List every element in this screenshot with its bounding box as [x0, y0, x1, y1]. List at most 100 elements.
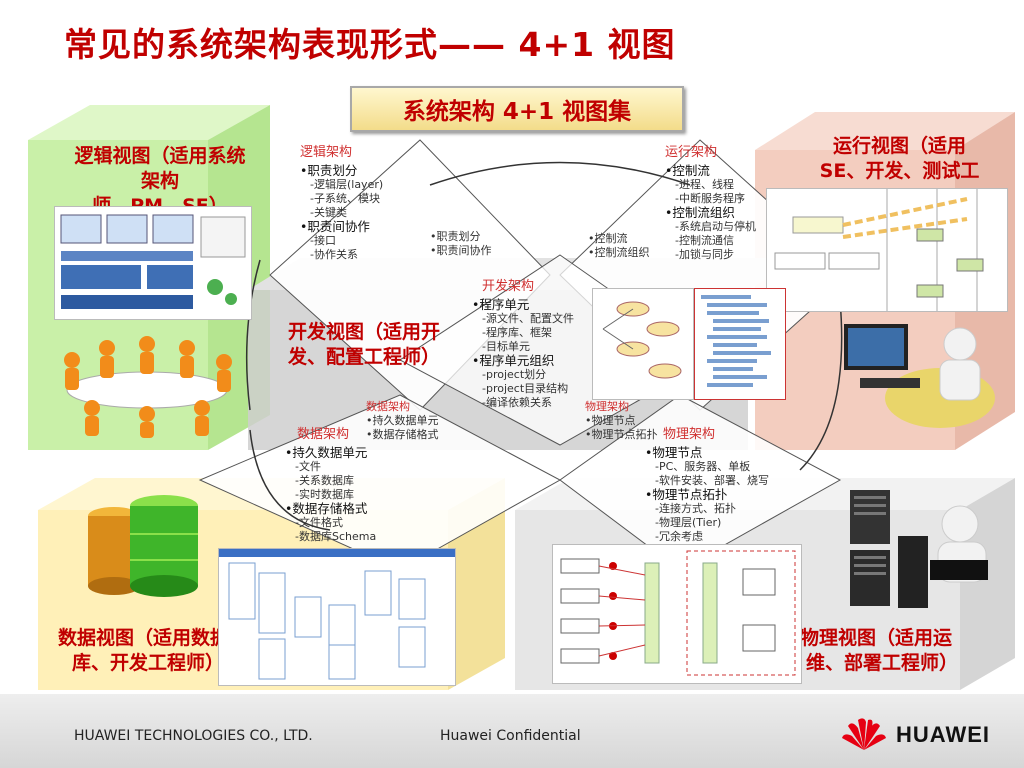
phys-partial-item: •物理节点	[585, 414, 636, 427]
topology-diagram-image	[560, 550, 796, 676]
dev-arch-item: •程序单元组织	[472, 353, 555, 368]
logic-partial-item: •职责划分	[430, 230, 481, 243]
process-diagram-thumbnail	[766, 188, 1008, 312]
phys-arch-text: 物理架构 •物理节点 -PC、服务器、单板 -软件安装、部署、烧写 •物理节点拓…	[645, 428, 769, 544]
huawei-logo-text: HUAWEI	[896, 722, 990, 747]
logical-arch-item: -接口	[310, 234, 336, 247]
huawei-logo-icon	[842, 718, 886, 750]
phys-partial-item: •物理节点拓扑	[585, 428, 658, 441]
phys-arch-head: 物理架构	[663, 427, 716, 442]
logical-arch-item: -子系统、模块	[310, 192, 380, 205]
process-arch-item: •控制流组织	[665, 205, 735, 220]
dev-view-label: 开发视图（适用开 发、配置工程师）	[288, 320, 440, 370]
logical-arch-item: -协作关系	[310, 248, 358, 261]
footer: HUAWEI TECHNOLOGIES CO., LTD. Huawei Con…	[0, 694, 1024, 768]
subtitle-box: 系统架构 4+1 视图集	[350, 86, 684, 132]
logical-arch-item: •职责间协作	[300, 219, 370, 234]
phys-partial-text: 物理架构 •物理节点 •物理节点拓扑	[585, 400, 658, 442]
logical-arch-text: 逻辑架构 •职责划分 -逻辑层(layer) -子系统、模块 -关键类 •职责间…	[300, 146, 383, 262]
data-partial-head: 数据架构	[366, 400, 410, 413]
schema-window-thumbnail	[218, 548, 456, 686]
phys-partial-head: 物理架构	[585, 400, 629, 413]
logical-diagram-thumbnail	[54, 206, 252, 320]
phys-view-line: 物理视图（适用运	[800, 627, 953, 649]
dev-arch-item: -目标单元	[482, 340, 530, 353]
process-view-line: SE、开发、测试工	[819, 160, 980, 182]
cycle-arrow-top	[429, 161, 691, 186]
person-at-computer-icon	[844, 324, 995, 428]
dev-arch-item: -源文件、配置文件	[482, 312, 574, 325]
dev-arch-item: -程序库、框架	[482, 326, 552, 339]
dev-arch-item: -编译依赖关系	[482, 396, 552, 409]
data-arch-text: 数据架构 •持久数据单元 -文件 -关系数据库 -实时数据库 •数据存储格式 -…	[285, 428, 376, 544]
process-view-line: 运行视图（适用	[832, 135, 966, 157]
data-arch-item: -文件格式	[295, 516, 343, 529]
server-rack-icon	[850, 490, 988, 608]
data-partial-item: •数据存储格式	[366, 428, 439, 441]
logical-cube-top	[28, 105, 270, 140]
process-partial-item: •控制流组织	[588, 246, 650, 259]
data-view-label: 数据视图（适用数据 库、开发工程师）	[58, 626, 229, 676]
data-arch-item: -数据库Schema	[295, 530, 377, 543]
logical-arch-item: -关键类	[310, 206, 347, 219]
dev-view-line: 发、配置工程师）	[288, 346, 441, 368]
process-arch-item: -控制流通信	[675, 234, 734, 247]
tree-list-image	[701, 295, 771, 387]
process-arch-item: -加锁与同步	[675, 248, 734, 261]
logical-view-line: 逻辑视图（适用系统	[74, 145, 246, 167]
logical-view-line: 架构	[140, 170, 179, 192]
cycle-arrow-left	[245, 259, 261, 411]
logical-arch-head: 逻辑架构	[300, 145, 353, 160]
logic-partial-text: •职责划分 •职责间协作	[430, 230, 492, 258]
process-arch-text: 运行架构 •控制流 -进程、线程 -中断服务程序 •控制流组织 -系统启动与停机…	[665, 146, 756, 262]
logical-arch-item: -逻辑层(layer)	[310, 178, 384, 191]
footer-confidential: Huawei Confidential	[440, 728, 581, 744]
database-icon	[88, 495, 198, 597]
page-title: 常见的系统架构表现形式—— 4+1 视图	[64, 25, 676, 64]
phys-view-line: 维、部署工程师）	[806, 652, 959, 674]
cycle-arrow-bottom	[249, 429, 331, 531]
dev-view-line: 开发视图（适用开	[288, 321, 441, 343]
phys-arch-item: -PC、服务器、单板	[655, 460, 751, 473]
use-case-diagram-image	[602, 301, 682, 379]
process-partial-item: •控制流	[588, 232, 628, 245]
logic-partial-item: •职责间协作	[430, 244, 492, 257]
process-partial-text: •控制流 •控制流组织	[588, 232, 650, 260]
phys-arch-item: -软件安装、部署、烧写	[655, 474, 769, 487]
data-arch-item: •持久数据单元	[285, 445, 368, 460]
uml-diagram-thumbnail	[592, 288, 694, 400]
process-arch-item: -系统启动与停机	[675, 220, 756, 233]
dev-arch-head: 开发架构	[482, 279, 535, 294]
footer-company: HUAWEI TECHNOLOGIES CO., LTD.	[74, 728, 313, 744]
phys-arch-item: -冗余考虑	[655, 530, 703, 543]
process-cube-top	[755, 112, 1015, 150]
component-diagram-image	[60, 214, 246, 309]
dev-arch-item: -project划分	[482, 368, 547, 381]
meeting-people-icon	[64, 336, 232, 438]
data-arch-item: •数据存储格式	[285, 501, 368, 516]
phys-arch-item: •物理节点	[645, 445, 703, 460]
data-partial-item: •持久数据单元	[366, 414, 439, 427]
cycle-arrow-right	[799, 299, 843, 471]
data-view-line: 库、开发工程师）	[72, 652, 225, 674]
data-view-line: 数据视图（适用数据	[58, 627, 230, 649]
logical-arch-item: •职责划分	[300, 163, 358, 178]
process-arch-item: -中断服务程序	[675, 192, 745, 205]
file-tree-thumbnail	[694, 288, 786, 400]
process-arch-item: •控制流	[665, 163, 710, 178]
data-partial-text: 数据架构 •持久数据单元 •数据存储格式	[366, 400, 439, 442]
sequence-diagram-image	[774, 189, 984, 311]
dev-arch-item: -project目录结构	[482, 382, 569, 395]
process-view-label: 运行视图（适用 SE、开发、测试工	[792, 134, 1007, 184]
schema-diagram-image	[219, 549, 455, 680]
data-arch-item: -关系数据库	[295, 474, 354, 487]
process-arch-head: 运行架构	[665, 145, 718, 160]
phys-arch-item: •物理节点拓扑	[645, 487, 728, 502]
data-arch-item: -文件	[295, 460, 321, 473]
dev-arch-text: 开发架构 •程序单元 -源文件、配置文件 -程序库、框架 -目标单元 •程序单元…	[472, 280, 574, 410]
phys-arch-item: -连接方式、拓扑	[655, 502, 736, 515]
phys-arch-item: -物理层(Tier)	[655, 516, 722, 529]
process-arch-item: -进程、线程	[675, 178, 734, 191]
data-arch-head: 数据架构	[297, 427, 350, 442]
data-arch-item: -实时数据库	[295, 488, 354, 501]
